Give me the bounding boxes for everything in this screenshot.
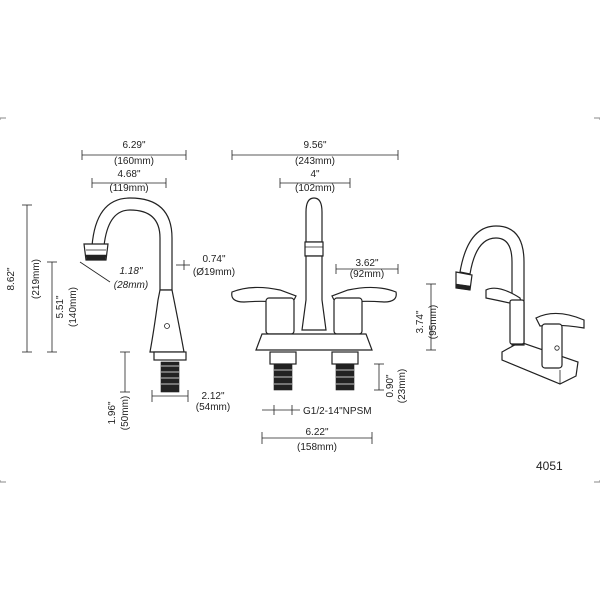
side-overall-height-in: 8.62" <box>6 267 17 290</box>
front-view-drawing <box>231 197 397 391</box>
side-spout-reach-mm: (119mm) <box>109 183 148 194</box>
base-length-in: 6.22" <box>305 427 328 438</box>
side-body-outline <box>149 289 185 353</box>
perspective-deck-plate <box>501 341 579 385</box>
model-number: 4051 <box>536 459 563 473</box>
center-spacing-mm: (102mm) <box>295 183 335 194</box>
base-width-mm: (54mm) <box>196 402 230 413</box>
handle-reach-mm: (92mm) <box>350 269 384 280</box>
front-spout-top <box>305 197 323 243</box>
side-overall-width-in: 6.29" <box>122 140 145 151</box>
front-deck-plate <box>255 333 373 351</box>
perspective-view-drawing <box>455 225 585 385</box>
side-overall-height-mm: (219mm) <box>31 259 42 299</box>
front-left-valve-body <box>265 297 295 335</box>
side-overall-width-mm: (160mm) <box>114 156 154 167</box>
frame-corner-marks <box>0 117 600 483</box>
side-base-plate <box>153 351 187 361</box>
body-diameter-in: 0.74" <box>202 254 225 265</box>
shank-thread-in: 0.90" <box>385 374 396 397</box>
side-spout-height-mm: (140mm) <box>68 287 79 327</box>
handle-height-mm: (95mm) <box>428 305 439 339</box>
body-diameter-mm: (Ø19mm) <box>193 267 235 278</box>
handle-height-in: 3.74" <box>415 310 426 333</box>
front-right-nut <box>331 351 359 365</box>
shank-length-mm: (50mm) <box>120 396 131 430</box>
side-spout-reach-in: 4.68" <box>117 169 140 180</box>
side-shank <box>160 361 180 393</box>
front-right-valve-body <box>333 297 363 335</box>
aerator-diameter-mm: (28mm) <box>114 280 148 291</box>
perspective-front-valve <box>541 323 563 369</box>
perspective-back-valve <box>509 299 525 345</box>
shank-length-in: 1.96" <box>107 401 118 424</box>
aerator-diameter-in: 1.18" <box>119 266 142 277</box>
side-view-drawing <box>83 197 187 393</box>
side-view-dimensions: 6.29" (160mm) 4.68" (119mm) 8.62" (219mm… <box>6 140 235 430</box>
center-spacing-in: 4" <box>310 169 320 180</box>
base-width-in: 2.12" <box>201 391 224 402</box>
front-view-dimensions: 9.56" (243mm) 4" (102mm) 3.62" (92mm) 3.… <box>231 140 439 453</box>
front-overall-width-mm: (243mm) <box>295 156 335 167</box>
aerator-tip <box>85 254 107 261</box>
front-left-nut <box>269 351 297 365</box>
thread-spec: G1/2-14"NPSM <box>303 406 372 417</box>
front-spout-ring <box>304 241 324 257</box>
side-spout-height-in: 5.51" <box>55 295 66 318</box>
handle-reach-in: 3.62" <box>355 258 378 269</box>
base-length-mm: (158mm) <box>297 442 337 453</box>
front-overall-width-in: 9.56" <box>303 140 326 151</box>
shank-thread-mm: (23mm) <box>397 369 408 403</box>
front-spout-column <box>301 255 327 331</box>
